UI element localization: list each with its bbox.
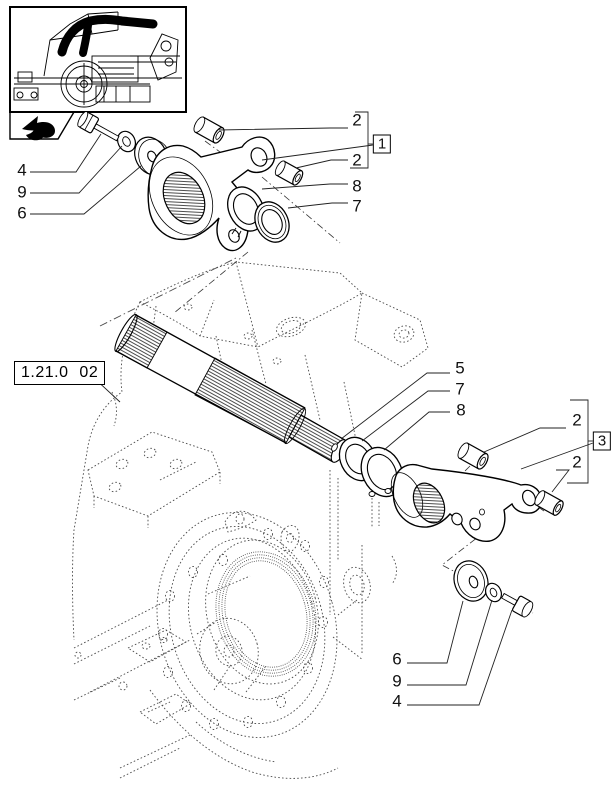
callout-6-top-left[interactable]: 6 (17, 203, 27, 223)
callout-2-right-upper[interactable]: 2 (572, 410, 582, 430)
lift-arm-right-assembly (390, 442, 564, 618)
bushing-2-right-upper (457, 442, 489, 470)
callout-2-top-right-upper[interactable]: 2 (352, 110, 362, 130)
arm-3-splined-bore (412, 482, 446, 524)
transmission-housing (72, 257, 429, 779)
callout-6-bottom-right[interactable]: 6 (392, 649, 402, 669)
callout-4-bottom-right[interactable]: 4 (392, 691, 402, 711)
callout-5-middle[interactable]: 5 (455, 358, 465, 378)
bushing-2-left-upper (193, 116, 225, 144)
lift-arm-left-assembly (77, 111, 304, 252)
bolt-4-left (77, 111, 120, 142)
callout-9-bottom-right[interactable]: 9 (392, 671, 402, 691)
callout-8-top-right[interactable]: 8 (352, 176, 362, 196)
seal-ring-7-left (254, 201, 290, 243)
arm-1-splined-bore (162, 171, 206, 225)
bolt-4-right (501, 592, 534, 618)
callout-2-top-right-lower[interactable]: 2 (352, 150, 362, 170)
bushing-2-right-lower (534, 490, 564, 516)
tractor-location-thumbnail[interactable] (9, 6, 187, 141)
continuation-arrow-icon[interactable] (22, 116, 55, 141)
callout-9-top-left[interactable]: 9 (17, 182, 27, 202)
rockshaft-lift-shaft (114, 313, 348, 463)
callout-7-top-right[interactable]: 7 (352, 196, 362, 216)
shaft-seal-and-snap-ring (338, 436, 404, 498)
callout-2-right-lower[interactable]: 2 (572, 452, 582, 472)
group-1-bracket (350, 111, 369, 169)
callout-7-middle[interactable]: 7 (455, 379, 465, 399)
bushing-2-left-lower (274, 160, 304, 186)
callout-8-middle[interactable]: 8 (456, 400, 466, 420)
washer-9-right (484, 582, 503, 603)
highlighted-lift-arm (57, 14, 158, 57)
callout-1-boxed[interactable]: 1 (372, 134, 392, 154)
section-ref-label[interactable]: 1.21.0 02 (14, 361, 106, 385)
callout-3-boxed[interactable]: 3 (592, 431, 612, 451)
disc-6-right (453, 560, 489, 602)
callout-4-top-left[interactable]: 4 (17, 160, 27, 180)
callout-leader-lines (30, 111, 594, 706)
group-3-bracket (567, 399, 589, 484)
